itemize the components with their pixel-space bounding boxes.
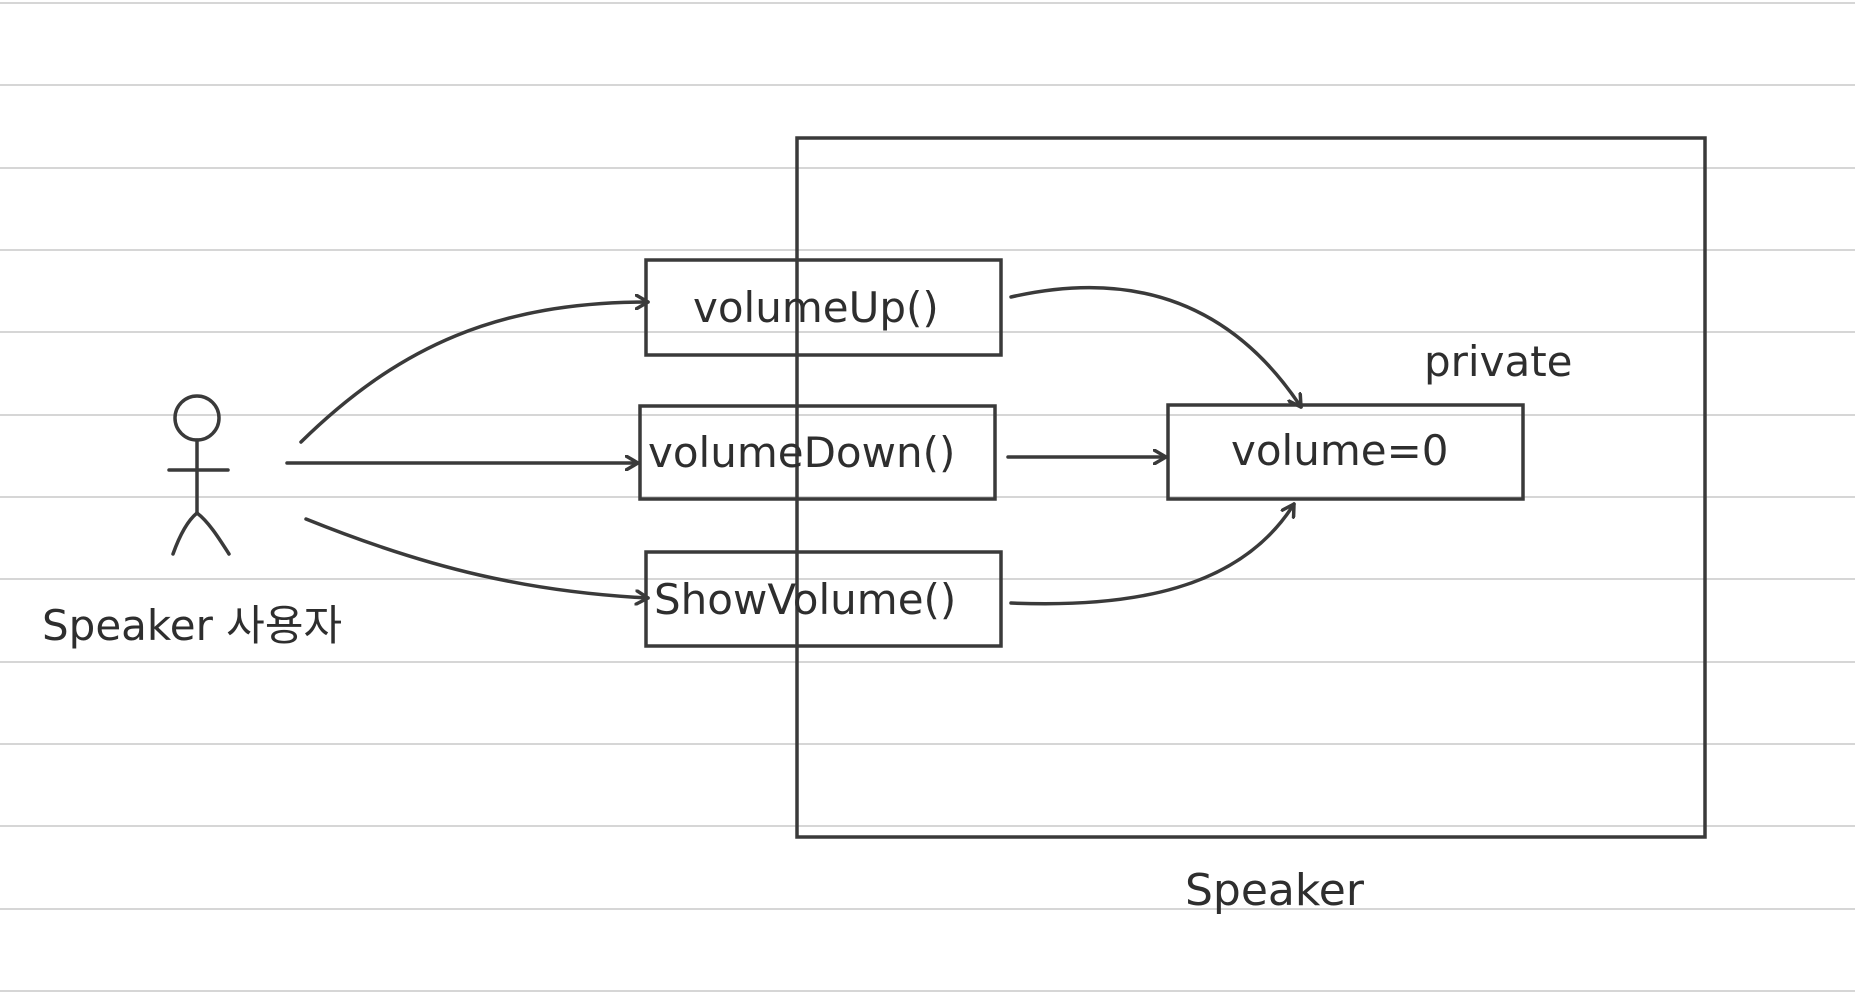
method-box-volume-down [638,404,997,501]
method-label-volume-up: volumeUp() [693,283,939,332]
arrow-actor-to-show-volume [304,517,650,598]
speaker-class-boundary [795,136,1707,839]
field-box-volume [1166,403,1525,501]
arrow-actor-to-volume-up [299,302,650,444]
arrow-volume-up-to-field [1009,285,1303,409]
actor-stick-figure-icon [167,394,231,556]
speaker-class-label: Speaker [1185,865,1365,916]
arrow-show-volume-to-field [1009,502,1296,606]
method-label-show-volume: ShowVolume() [654,575,956,624]
method-label-volume-down: volumeDown() [648,428,955,477]
field-value-label: volume=0 [1231,426,1449,475]
actor-label: Speaker 사용자 [42,601,342,650]
private-modifier-label: private [1424,337,1573,386]
